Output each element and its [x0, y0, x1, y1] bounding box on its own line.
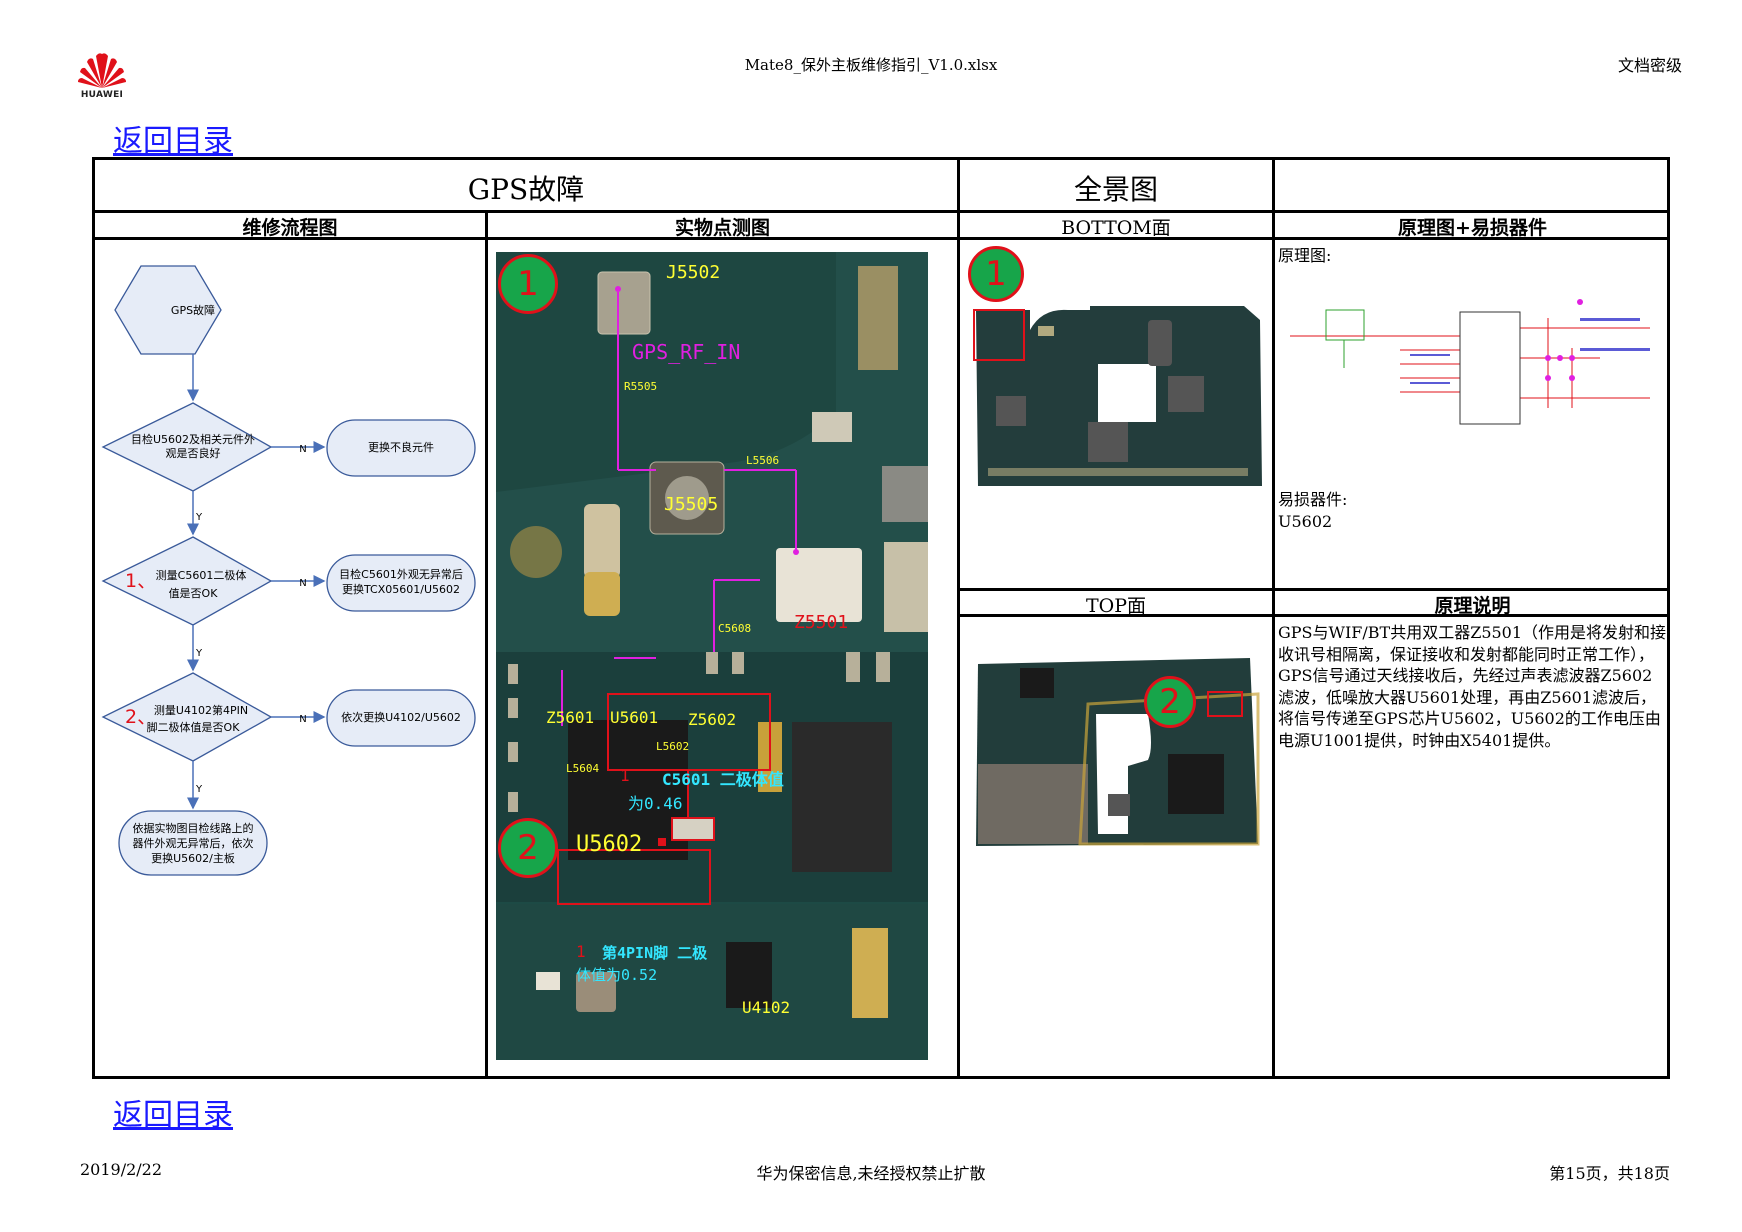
flow-step2-text: 值是否OK [169, 587, 219, 600]
flow-action-1 [326, 419, 476, 477]
schematic-label: 原理图: [1278, 246, 1332, 265]
flow-step3-text: 测量U4102第4PIN [154, 703, 248, 717]
classification-label: 文档密级 [1617, 56, 1682, 75]
col-schematic-heading: 原理图+易损器件 [1398, 217, 1547, 239]
flow-step1-text: 观是否良好 [166, 446, 221, 460]
marker-1-icon: 1 [498, 254, 558, 314]
flow-end-text: 更换U5602/主板 [151, 851, 235, 865]
flow-action1-text: 更换不良元件 [368, 440, 434, 454]
flow-end [118, 810, 268, 876]
label-u4102: U4102 [742, 998, 791, 1017]
label-l5602: L5602 [656, 740, 690, 753]
col-photo-heading: 实物点测图 [674, 217, 770, 239]
back-to-toc-link-top[interactable]: 返回目录 [113, 124, 233, 159]
flow-step2-text: 测量C5601二极体 [156, 568, 247, 582]
note-pin4-line2: 体值为0.52 [576, 966, 658, 984]
note-c5601-line2: 为0.46 [628, 794, 683, 813]
panorama-title: 全景图 [1073, 173, 1158, 206]
flow-no-label: N [299, 578, 306, 589]
board-bottom-image: 1 [968, 246, 1264, 496]
flow-step2-prefix: 1、 [125, 570, 156, 592]
repair-flowchart: GPS故障 目检U5602及相关元件外 观是否良好 更换不良元件 测量C5601… [95, 240, 485, 1076]
flow-action-3 [326, 689, 476, 747]
grid-line [485, 210, 488, 1079]
marker-1-icon: 1 [968, 246, 1024, 302]
note-pin4-line1: 第4PIN脚 二极 [602, 944, 708, 962]
flow-no-label: N [299, 444, 306, 455]
pcb-measurement-photo: 1 2 J5502 GPS_RF_IN R5505 L5506 J5505 Z5… [496, 252, 928, 1060]
label-j5502: J5502 [666, 262, 721, 283]
document-title: Mate8_保外主板维修指引_V1.0.xlsx [744, 56, 998, 74]
footer-confidential-notice: 华为保密信息,未经授权禁止扩散 [756, 1164, 986, 1183]
grid-line [1272, 157, 1275, 1079]
principle-explanation-text: GPS与WIF/BT共用双工器Z5501（作用是将发射和接收讯号相隔离，保证接收… [1278, 623, 1667, 750]
label-z5602: Z5602 [688, 710, 737, 729]
flow-action-2 [326, 554, 476, 612]
flow-start-text: GPS故障 [171, 303, 215, 317]
label-u5602: U5602 [576, 832, 643, 857]
grid-line [92, 237, 1670, 240]
label-z5501: Z5501 [794, 612, 849, 633]
col-explain-heading: 原理说明 [1434, 595, 1511, 617]
col-top-heading: TOP面 [1085, 595, 1147, 617]
flow-step3-prefix: 2、 [125, 706, 156, 728]
footer-date: 2019/2/22 [80, 1160, 163, 1179]
gps-fault-title: GPS故障 [467, 173, 585, 206]
note-pin4-number: 1 [576, 942, 586, 961]
schematic-diagram [1280, 288, 1660, 440]
flow-yes-label: Y [195, 512, 203, 523]
flow-action2-text: 更换TCX05601/U5602 [342, 582, 460, 596]
grid-line [957, 157, 960, 1079]
marker-2-icon: 2 [498, 818, 558, 878]
note-c5601-number: 1 [620, 766, 630, 785]
label-l5506: L5506 [746, 454, 780, 467]
main-table [92, 157, 1670, 1079]
board-top-image: 2 [968, 644, 1264, 860]
flow-end-text: 器件外观无异常后，依次 [133, 836, 254, 850]
label-c5608: C5608 [718, 622, 752, 635]
huawei-logo-icon [76, 50, 128, 102]
grid-line [957, 614, 1670, 617]
vulnerable-parts-label: 易损器件: [1278, 490, 1348, 509]
label-j5505: J5505 [664, 494, 719, 515]
vulnerable-part-u5602: U5602 [1278, 512, 1333, 531]
label-l5604: L5604 [566, 762, 600, 775]
note-c5601-line1: C5601 二极体值 [662, 770, 784, 789]
footer-page-number: 第15页，共18页 [1549, 1164, 1670, 1183]
flow-yes-label: Y [195, 648, 203, 659]
grid-line [92, 210, 1670, 213]
label-z5601: Z5601 [546, 708, 595, 727]
flow-action2-text: 目检C5601外观无异常后 [339, 567, 463, 581]
back-to-toc-link-bottom[interactable]: 返回目录 [113, 1098, 233, 1133]
flow-yes-label: Y [195, 784, 203, 795]
col-bottom-heading: BOTTOM面 [1061, 217, 1171, 239]
flow-end-text: 依据实物图目检线路上的 [133, 821, 254, 835]
col-flowchart-heading: 维修流程图 [242, 217, 338, 239]
flow-step3-text: 脚二极体值是否OK [147, 720, 241, 734]
grid-line [957, 588, 1670, 591]
flow-start-hexagon [114, 265, 222, 355]
label-r5505: R5505 [624, 380, 658, 393]
marker-2-icon: 2 [1144, 676, 1196, 728]
label-gps-rf-in: GPS_RF_IN [632, 340, 741, 364]
flow-action3-text: 依次更换U4102/U5602 [341, 710, 461, 724]
logo-text: HUAWEI [80, 90, 124, 100]
label-u5601: U5601 [610, 708, 659, 727]
flow-step1-text: 目检U5602及相关元件外 [131, 432, 255, 446]
flow-no-label: N [299, 714, 306, 725]
